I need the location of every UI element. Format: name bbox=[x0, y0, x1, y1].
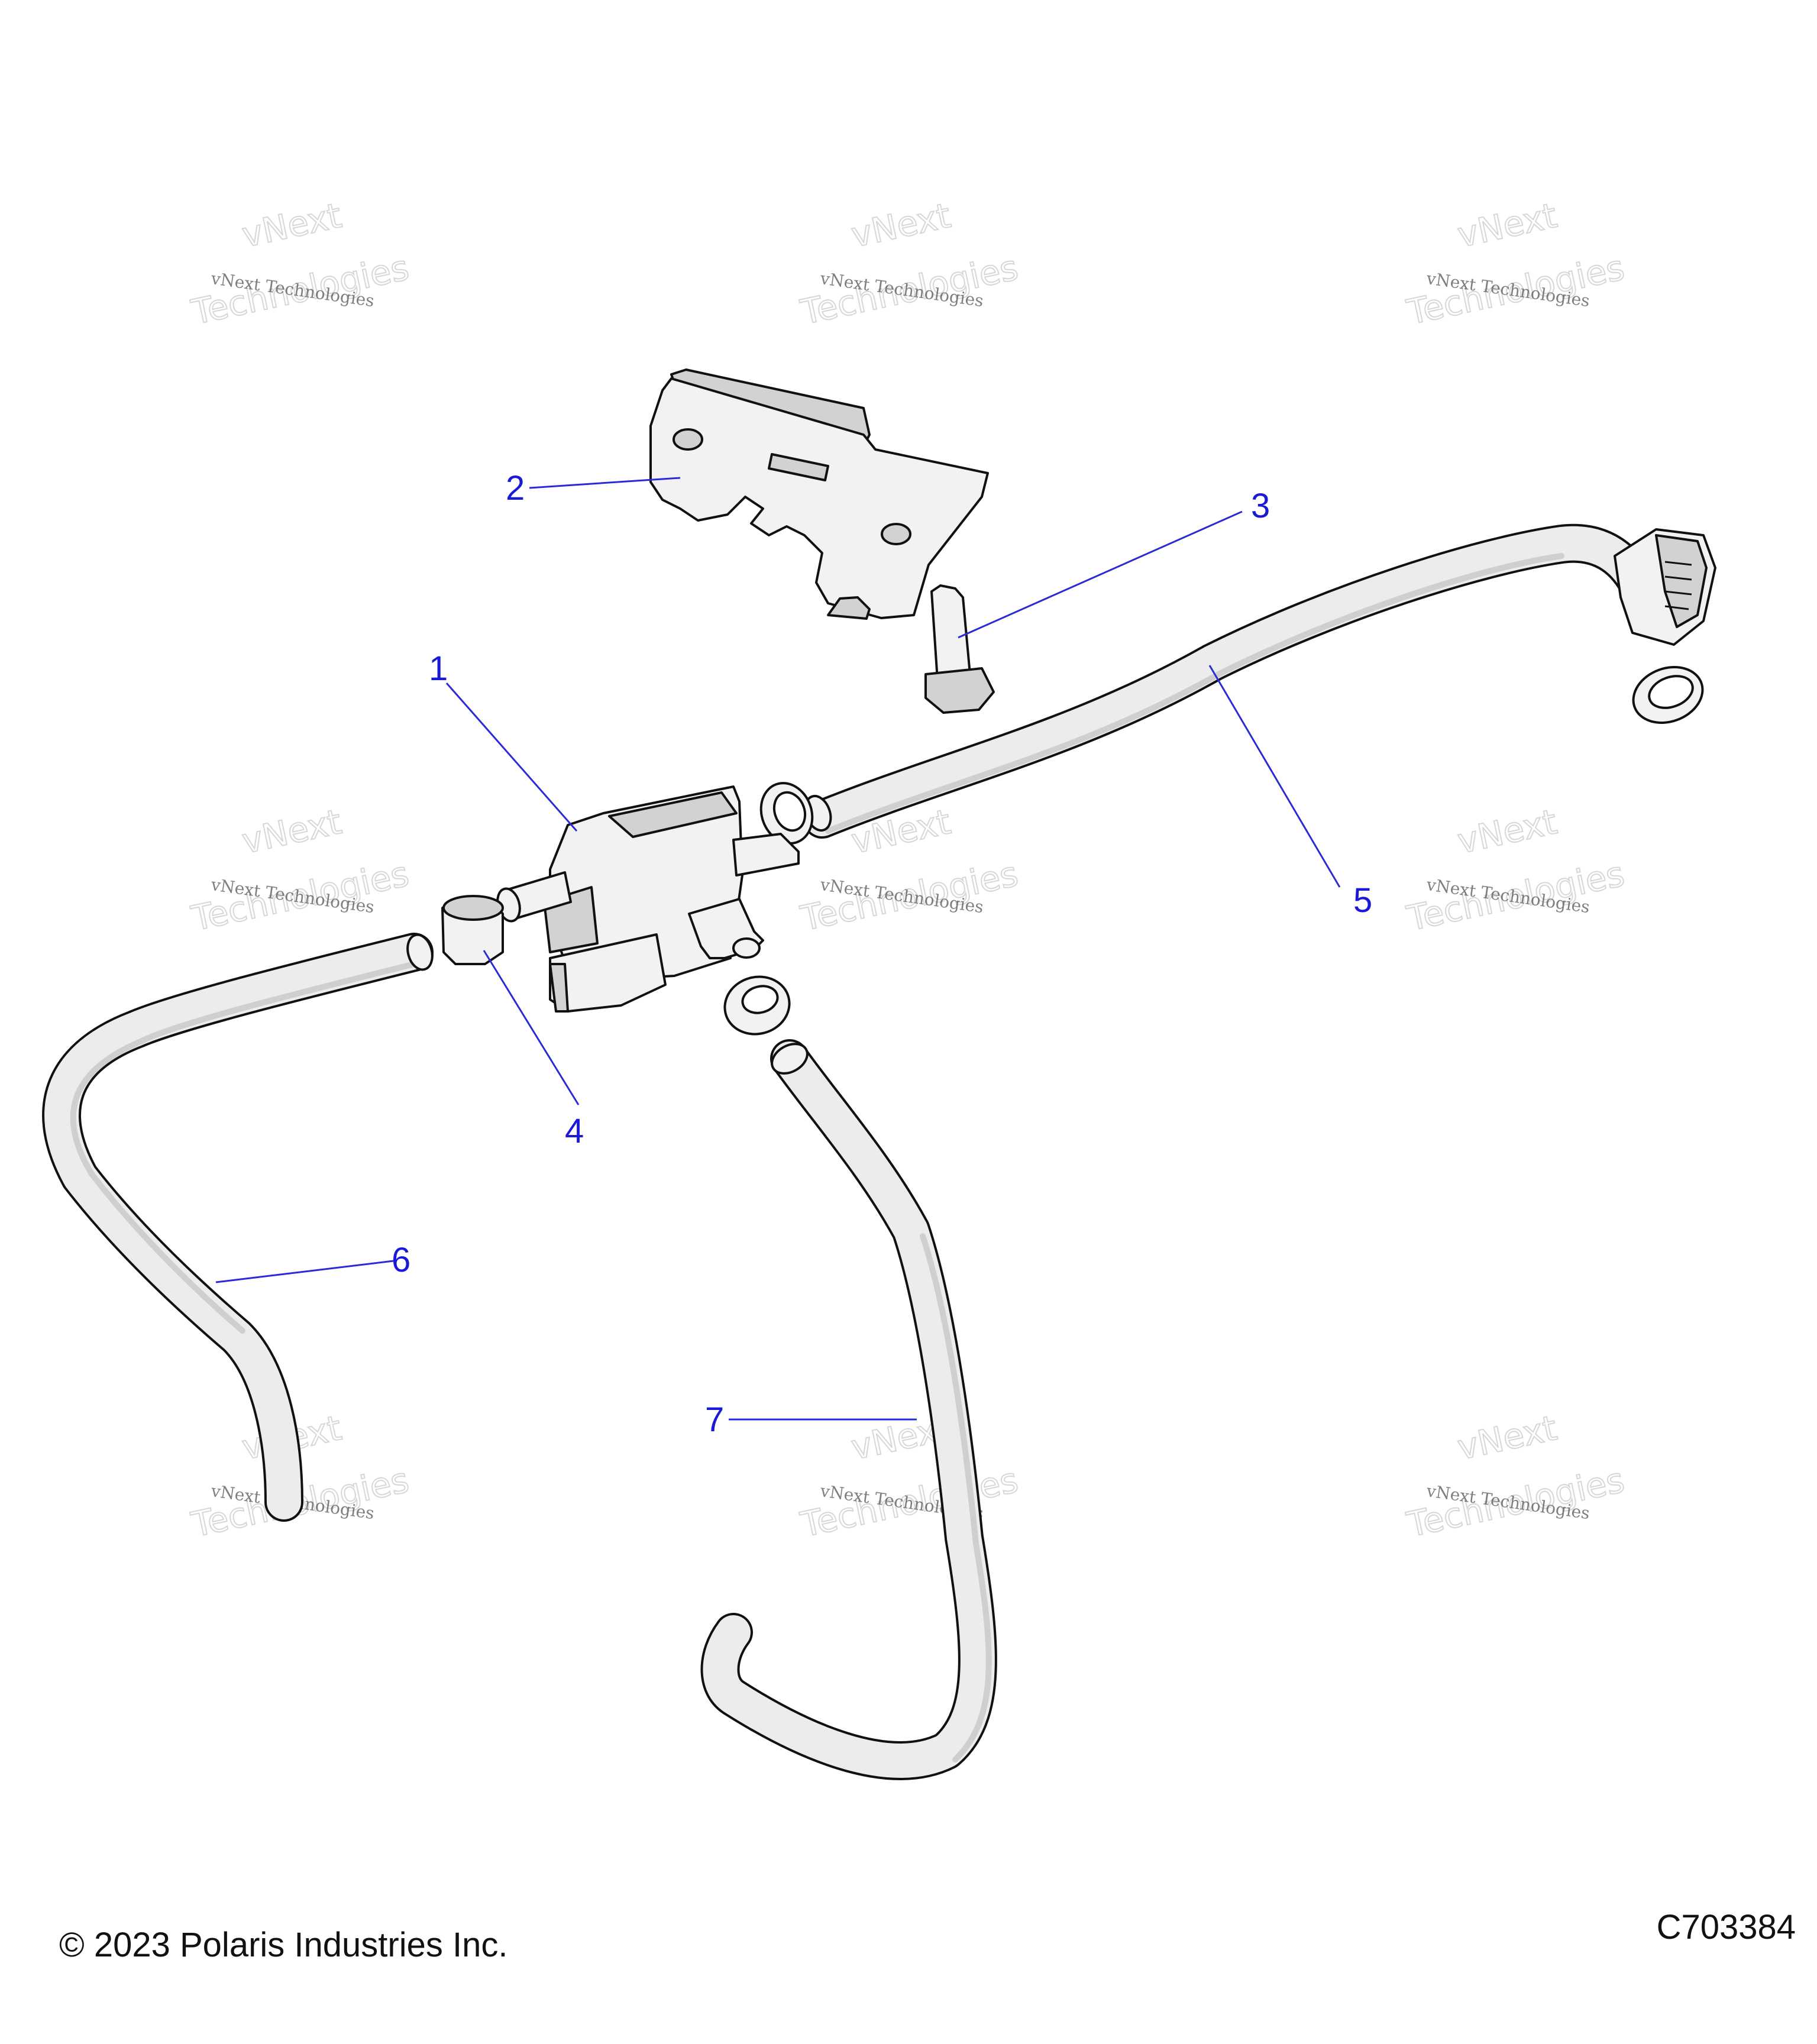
leader-line-2 bbox=[529, 477, 681, 489]
callout-6: 6 bbox=[392, 1241, 410, 1279]
watermark-text-vnext: vNext bbox=[238, 801, 345, 862]
hose-part-5 bbox=[803, 523, 1664, 839]
watermark-tile: vNext Technologies vNext Technologies bbox=[797, 195, 1023, 333]
watermark-text-vnext: vNext bbox=[1454, 801, 1560, 862]
leader-line-3 bbox=[958, 510, 1243, 639]
drawing-number: C703384 bbox=[1656, 1908, 1796, 1946]
clamp-part-lower bbox=[723, 975, 791, 1036]
watermark-tile: vNext Technologies vNext Technologies bbox=[187, 801, 413, 939]
clamp-part-upper bbox=[759, 782, 814, 845]
clamp-part-4 bbox=[441, 895, 504, 965]
hose-part-7 bbox=[700, 1039, 997, 1780]
watermark-text-vnext: vNext bbox=[1454, 195, 1560, 256]
callout-1: 1 bbox=[429, 649, 448, 688]
watermark-tile: vNext Technologies vNext Technologies bbox=[1403, 1407, 1629, 1545]
callouts: 1 2 3 4 5 6 7 bbox=[392, 469, 1372, 1439]
leader-line-6 bbox=[215, 1260, 394, 1283]
callout-2: 2 bbox=[506, 469, 525, 507]
hose-part-6 bbox=[42, 933, 434, 1522]
connector-part bbox=[1614, 528, 1716, 646]
valve-part bbox=[496, 785, 800, 1013]
watermark-text-vnext: vNext bbox=[238, 195, 345, 256]
bolt-part bbox=[924, 584, 995, 714]
callout-3: 3 bbox=[1251, 487, 1270, 525]
callout-4: 4 bbox=[565, 1112, 584, 1150]
leader-lines bbox=[215, 477, 1341, 1421]
watermark-text-vnext: vNext bbox=[848, 195, 954, 256]
watermark-tile: vNext Technologies vNext Technologies bbox=[797, 1407, 1023, 1545]
copyright-text: © 2023 Polaris Industries Inc. bbox=[59, 1926, 508, 1964]
bracket-part bbox=[649, 368, 989, 620]
watermark-tile: vNext Technologies vNext Technologies bbox=[1403, 195, 1629, 333]
leader-line-4 bbox=[483, 950, 580, 1105]
callout-7: 7 bbox=[705, 1401, 724, 1439]
watermark-grid: vNext Technologies vNext Technologies vN… bbox=[187, 195, 1629, 1545]
clamp-part-right bbox=[1632, 665, 1704, 725]
watermark-tile: vNext Technologies vNext Technologies bbox=[1403, 801, 1629, 939]
watermark-tile: vNext Technologies vNext Technologies bbox=[187, 195, 413, 333]
watermark-text-vnext: vNext bbox=[1454, 1408, 1560, 1468]
callout-5: 5 bbox=[1353, 881, 1372, 920]
leader-line-1 bbox=[445, 683, 578, 832]
leader-line-5 bbox=[1208, 665, 1341, 888]
